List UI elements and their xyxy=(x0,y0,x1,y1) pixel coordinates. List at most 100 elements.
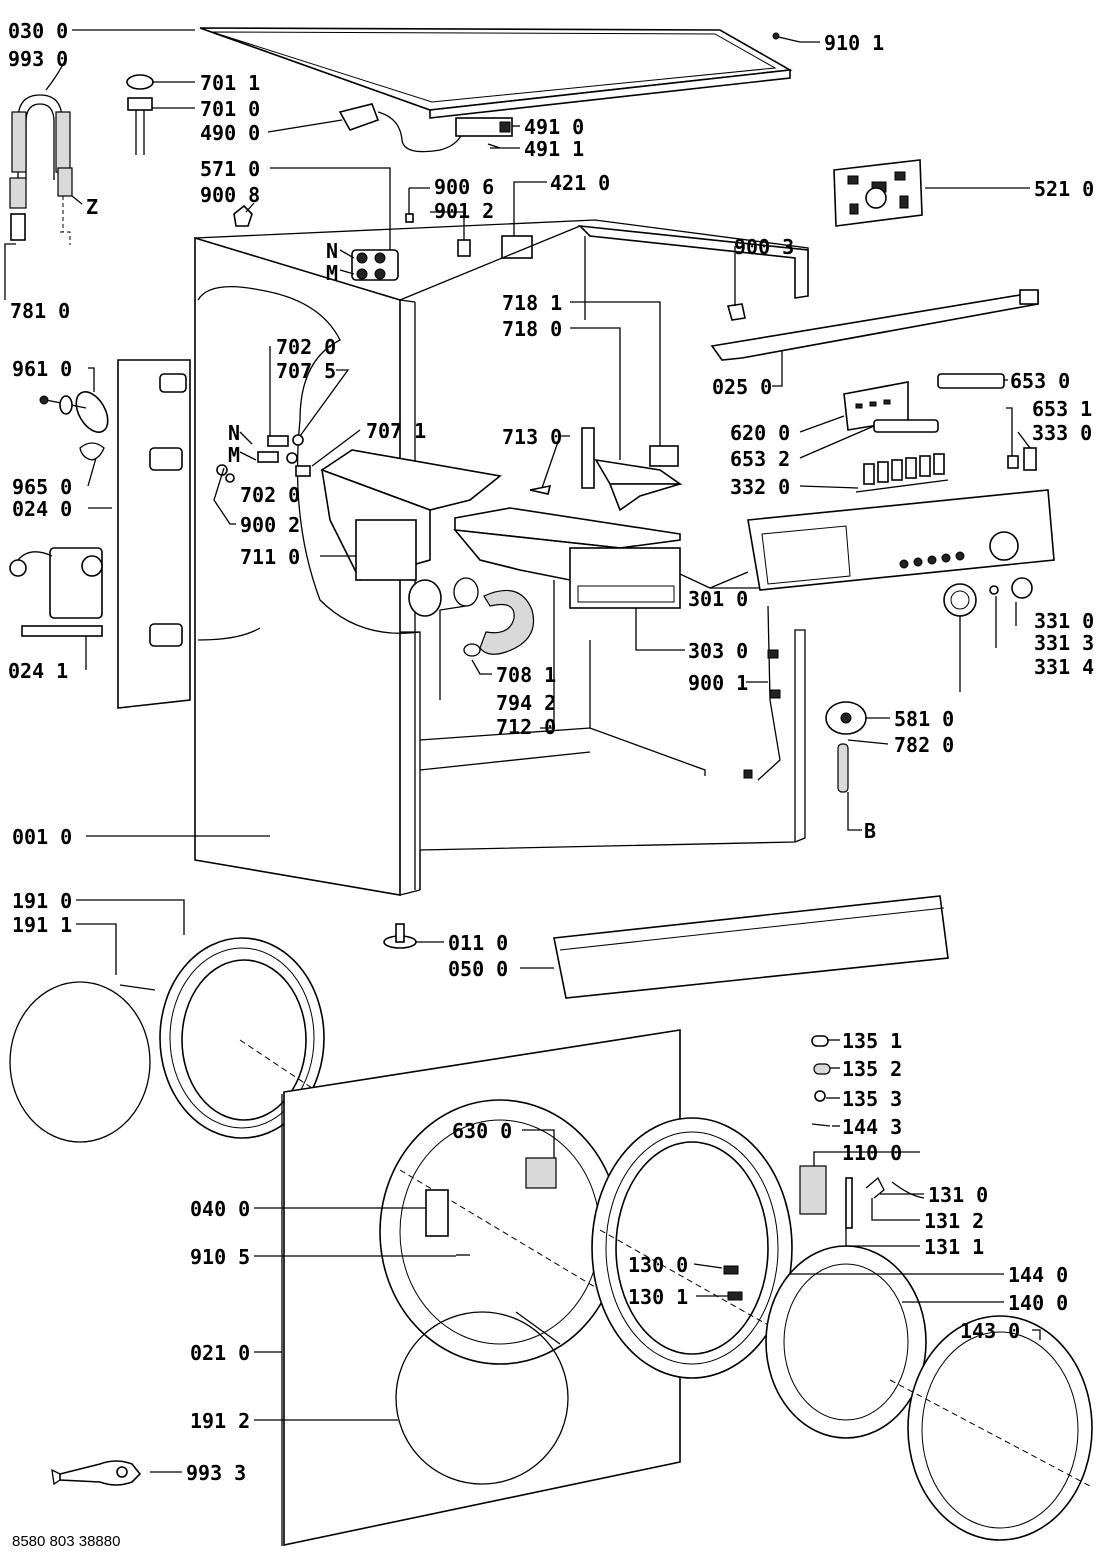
callout-571-0: 571 0 xyxy=(200,157,260,181)
callout-140-0: 140 0 xyxy=(1008,1291,1068,1315)
detergent-drawer-part xyxy=(453,507,681,609)
callout-701-0: 701 0 xyxy=(200,97,260,121)
callout-718-0: 718 0 xyxy=(502,317,562,341)
callout-135-3: 135 3 xyxy=(842,1087,902,1111)
solenoid-valve-part xyxy=(351,249,399,281)
leader-lines xyxy=(4,29,1041,1473)
door-outer-ring-part xyxy=(889,1315,1093,1541)
button-rails-part xyxy=(873,373,1037,471)
door-handle-part xyxy=(799,1165,925,1229)
callout-011-0: 011 0 xyxy=(448,931,508,955)
service-tool-part xyxy=(51,1460,142,1486)
drain-pump-part xyxy=(9,547,103,637)
dispenser-housing-part xyxy=(320,449,502,617)
callout-z: Z xyxy=(86,195,98,219)
callout-331-4: 331 4 xyxy=(1034,655,1094,679)
callout-131-1: 131 1 xyxy=(924,1235,984,1259)
clip-part xyxy=(726,303,746,321)
plinth-part xyxy=(553,895,949,999)
callout-653-1: 653 1 xyxy=(1032,397,1092,421)
callout-301-0: 301 0 xyxy=(688,587,748,611)
valve-hoses-part xyxy=(216,434,311,483)
callout-701-1: 701 1 xyxy=(200,71,260,95)
callout-702-0-b: 702 0 xyxy=(240,483,300,507)
callout-521-0: 521 0 xyxy=(1034,177,1094,201)
callout-781-0: 781 0 xyxy=(10,299,70,323)
callout-707-1: 707 1 xyxy=(366,419,426,443)
callout-712-0: 712 0 xyxy=(496,715,556,739)
callout-333-0: 333 0 xyxy=(1032,421,1092,445)
wiring-harness-part xyxy=(743,605,781,781)
callout-m-mid: M xyxy=(228,443,240,467)
cabinet-part xyxy=(194,219,809,896)
callout-961-0: 961 0 xyxy=(12,357,72,381)
pump-filter-part xyxy=(39,391,109,433)
callout-m-top: M xyxy=(326,261,338,285)
dispenser-accessories-part xyxy=(529,427,683,512)
top-cover-part xyxy=(199,27,793,119)
callout-143-0: 143 0 xyxy=(960,1319,1020,1343)
callout-135-1: 135 1 xyxy=(842,1029,902,1053)
callout-708-1: 708 1 xyxy=(496,663,556,687)
callout-b: B xyxy=(864,819,876,843)
callout-331-0: 331 0 xyxy=(1034,609,1094,633)
callout-labels: 030 0 993 0 701 1 701 0 490 0 491 0 491 … xyxy=(8,19,1094,1550)
pump-gasket-part xyxy=(79,442,105,461)
callout-131-0: 131 0 xyxy=(928,1183,988,1207)
foot-part xyxy=(383,923,417,949)
callout-110-0: 110 0 xyxy=(842,1141,902,1165)
callout-040-0: 040 0 xyxy=(190,1197,250,1221)
dispenser-hose-part xyxy=(453,577,534,657)
callout-491-0: 491 0 xyxy=(524,115,584,139)
callout-191-2: 191 2 xyxy=(190,1409,250,1433)
connector-block-part xyxy=(501,235,533,259)
door-gasket-part xyxy=(9,937,331,1143)
electronic-module-part xyxy=(833,159,923,227)
door-frame-part xyxy=(591,1117,831,1379)
callout-707-5: 707 5 xyxy=(276,359,336,383)
callout-653-2: 653 2 xyxy=(730,447,790,471)
callout-024-0: 024 0 xyxy=(12,497,72,521)
callout-191-1: 191 1 xyxy=(12,913,72,937)
callout-630-0: 630 0 xyxy=(452,1119,512,1143)
callout-901-2: 901 2 xyxy=(434,199,494,223)
callout-030-0: 030 0 xyxy=(8,19,68,43)
callout-900-6: 900 6 xyxy=(434,175,494,199)
callout-n-top: N xyxy=(326,239,338,263)
callout-900-1: 900 1 xyxy=(688,671,748,695)
callout-900-3: 900 3 xyxy=(734,235,794,259)
callout-993-3: 993 3 xyxy=(186,1461,246,1485)
inlet-connector-part xyxy=(126,74,154,155)
rear-panel-part xyxy=(117,359,191,709)
clip-part xyxy=(405,213,414,223)
callout-303-0: 303 0 xyxy=(688,639,748,663)
callout-900-8: 900 8 xyxy=(200,183,260,207)
callout-620-0: 620 0 xyxy=(730,421,790,445)
callout-191-0: 191 0 xyxy=(12,889,72,913)
relay-part xyxy=(457,239,471,257)
control-panel-part xyxy=(747,489,1055,591)
push-buttons-part xyxy=(855,453,949,493)
front-panel-part xyxy=(281,1029,681,1546)
interference-filter-part xyxy=(455,117,513,149)
door-glass-part xyxy=(765,1245,927,1439)
callout-653-0: 653 0 xyxy=(1010,369,1070,393)
program-knob-part xyxy=(943,577,1033,617)
callout-581-0: 581 0 xyxy=(894,707,954,731)
callout-024-1: 024 1 xyxy=(8,659,68,683)
callout-782-0: 782 0 xyxy=(894,733,954,757)
document-number: 8580 803 38880 xyxy=(12,1533,120,1550)
hinge-small-parts xyxy=(811,1035,831,1127)
inlet-hose-part xyxy=(9,94,73,245)
callout-130-1: 130 1 xyxy=(628,1285,688,1309)
callout-050-0: 050 0 xyxy=(448,957,508,981)
callout-910-5: 910 5 xyxy=(190,1245,250,1269)
callout-993-0: 993 0 xyxy=(8,47,68,71)
callout-131-2: 131 2 xyxy=(924,1209,984,1233)
pressure-switch-part xyxy=(825,701,867,793)
callout-713-0: 713 0 xyxy=(502,425,562,449)
callout-332-0: 332 0 xyxy=(730,475,790,499)
callout-702-0-a: 702 0 xyxy=(276,335,336,359)
control-panel-rail-part xyxy=(710,289,1039,361)
